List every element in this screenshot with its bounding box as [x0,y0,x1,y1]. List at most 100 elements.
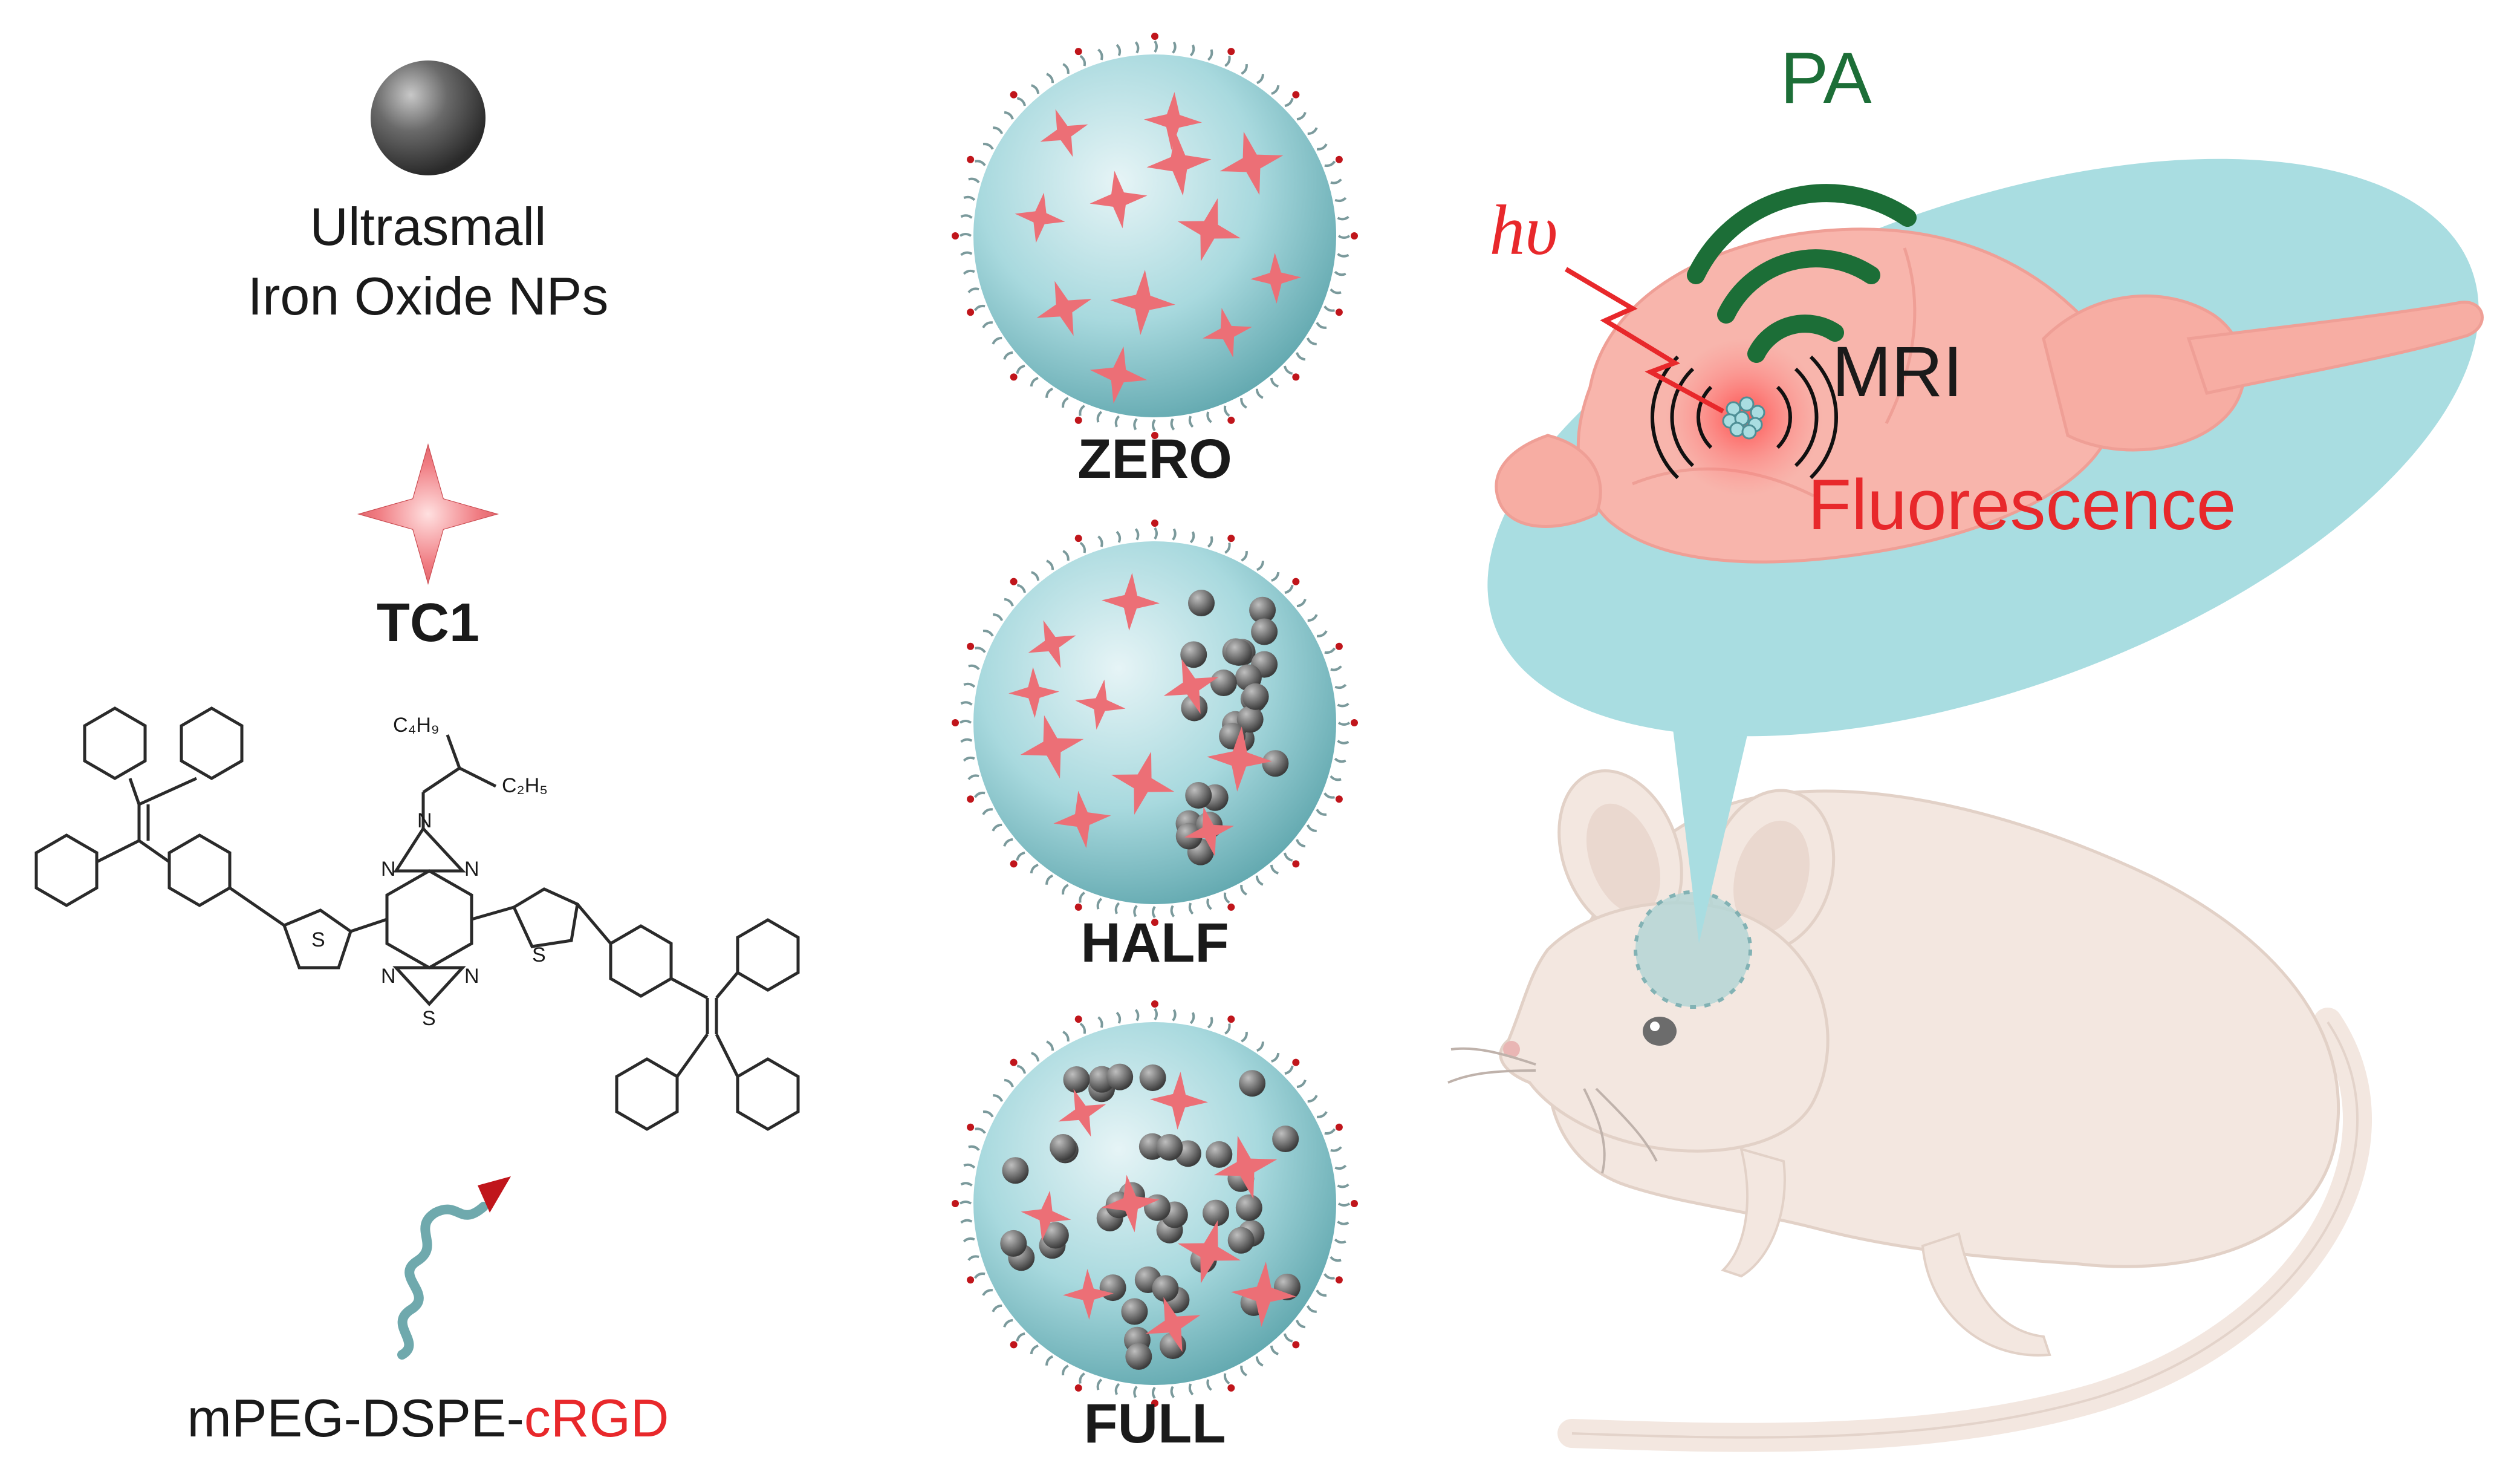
crgd-ligand-marker [1227,1015,1235,1023]
mouse-front-leg [1721,1147,1786,1278]
iron-oxide-particle [1180,641,1207,668]
lipid-tail [1241,64,1248,75]
crgd-ligand-marker [1335,642,1343,650]
lipid-tail [1016,97,1027,106]
lipid-tail [1296,352,1306,361]
lipid-tail [1255,1356,1264,1367]
thiophene-ring [511,887,579,948]
lipid-tail [1114,902,1120,914]
lipid-tail [1016,1332,1025,1342]
nanoparticle-full: FULL [952,1000,1358,1455]
iron-oxide-particle [1227,1227,1255,1254]
lipid-tail [1283,1333,1293,1343]
crgd-ligand-marker [967,1276,975,1284]
thiadiazole-ring [392,966,466,1006]
lipid-tail [1241,550,1248,562]
lipid-tail [1334,1238,1346,1244]
lipid-tail [1189,44,1195,57]
lipid-tail [963,1163,976,1169]
crgd-ligand-marker [1151,432,1158,439]
lipid-tail [1284,97,1294,108]
lipid-tail [1030,377,1039,387]
benzene-ring [736,918,800,992]
lipid-tail [960,1182,973,1187]
lipid-tail [1079,891,1085,903]
crgd-ligand-marker [967,155,975,163]
crgd-ligand-marker [1227,48,1235,56]
lipid-tail [1152,905,1156,919]
iron-oxide-particle [1152,1275,1179,1302]
lipid-tail [1134,41,1140,54]
lipid-tail [1334,757,1346,763]
mouse-ear-inner [1586,803,1661,914]
crgd-ligand-marker [1292,91,1300,99]
iron-oxide-particle [1210,670,1237,697]
n-atom-label: N [381,965,396,988]
n-atom-label: N [381,858,396,881]
iron-oxide-particle [1042,1222,1069,1249]
cluster-particle [1750,405,1765,420]
iron-oxide-particle [1185,782,1212,809]
brain-target-marker [1634,890,1752,1009]
lipid-tail [963,756,975,762]
lipid-shell [952,520,1358,926]
crgd-ligand-marker [952,719,959,726]
mri-label: MRI [1832,332,1963,412]
lipid-tail [960,738,973,743]
iron-oxide-particle [1188,590,1215,617]
tc1-label: TC1 [377,593,479,653]
lipid-tail [1016,584,1027,593]
lipid-tail [1031,1052,1040,1062]
lipid-tail [1188,1383,1194,1396]
imaging-panel: PA hυ MRI Fluorescence [1447,37,2484,1452]
lipid-tail [1030,864,1039,874]
lipid-tail [973,304,986,311]
lipid-tail [1240,397,1247,409]
nanoparticle-cluster-icon [1722,396,1765,440]
nanoparticle-core [973,541,1336,904]
lipid-tail [1206,1379,1212,1391]
lipid-tail [1062,884,1069,895]
lipid-tail [1172,1009,1177,1022]
lipid-tail [963,195,976,201]
crgd-ligand-marker [967,642,975,650]
crgd-ligand-marker [1151,919,1158,926]
brain-spinal-cord [2186,301,2484,395]
lipid-tail [1271,85,1280,95]
lipid-tail [1133,905,1138,917]
lipid-tail [1045,387,1053,398]
crgd-ligand-marker [1227,535,1235,543]
brain-fold [1885,247,1917,425]
lipid-tail [960,214,973,219]
lipid-tail [1046,559,1054,570]
lipid-tail [1270,864,1279,875]
lipid-tail [959,720,972,724]
lipid-tail [1337,215,1349,221]
mouse-eye-highlight [1650,1022,1660,1031]
lipid-tail [1206,411,1212,423]
crgd-ligand-marker [1351,232,1358,240]
chemical-atom-labels: C₄H₉ C₂H₅ N N N N N S S S [311,714,548,1030]
lipid-tail [1114,415,1120,428]
crgd-ligand-marker [1010,1058,1018,1066]
lipid-tail [960,251,973,256]
iron-oxide-particle [1125,1343,1152,1370]
legend-panel: Ultrasmall Iron Oxide NPs TC1 [34,60,800,1448]
lipid-tail [1062,397,1069,408]
benzene-ring [615,1057,679,1131]
pa-label: PA [1780,37,1871,119]
lipid-tail [1324,1128,1336,1135]
lipid-tail [1324,647,1336,654]
lipid-tail [1045,874,1053,885]
nanoparticle-label: FULL [1083,1393,1226,1455]
tc1-star-icon [359,445,498,584]
crgd-ligand-marker [1335,308,1343,316]
lipid-tail [1256,1041,1264,1052]
lipid-tail [1062,1031,1070,1042]
iron-oxide-label-line1: Ultrasmall [310,197,546,256]
crgd-ligand-marker [1335,1276,1343,1284]
mouse-hind-leg [1921,1232,2051,1357]
lipid-tail [1241,1031,1248,1043]
crgd-ligand-marker [1351,719,1358,726]
s-atom-label: S [532,943,546,966]
